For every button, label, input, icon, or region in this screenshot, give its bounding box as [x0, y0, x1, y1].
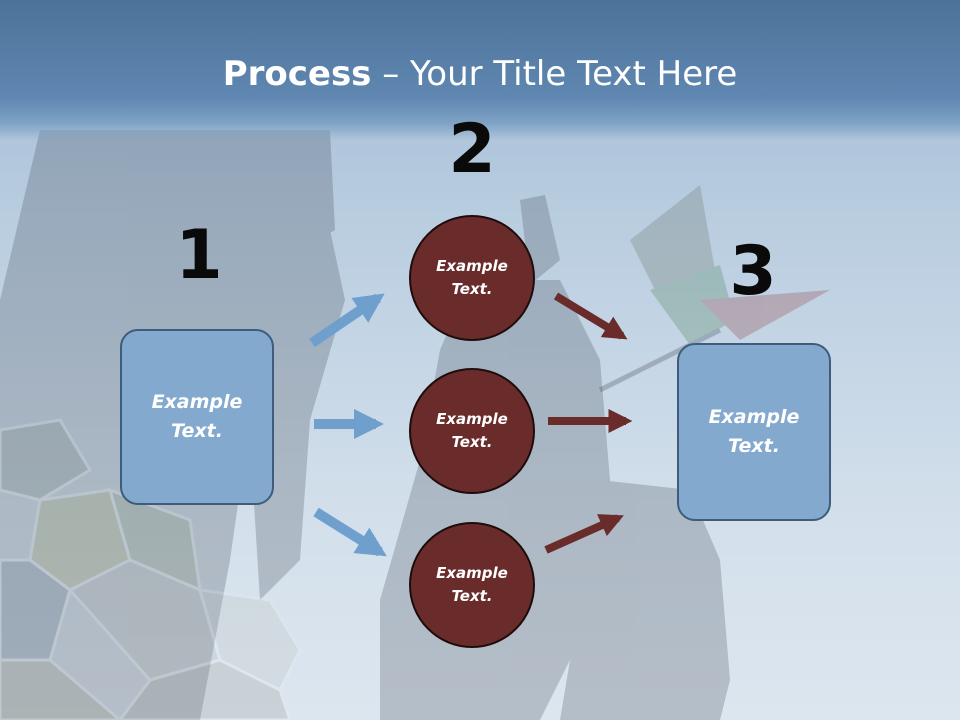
circle-step-bottom[interactable]: Example Text.: [409, 522, 535, 648]
arrow-blue-up: [309, 293, 385, 348]
left-example-text: Example Text.: [151, 391, 243, 442]
circle-bottom-text: Example Text.: [436, 564, 508, 605]
slide-title: Process – Your Title Text Here: [0, 50, 960, 98]
right-example-text: Example Text.: [708, 406, 800, 457]
step-number-3: 3: [729, 232, 777, 311]
step-number-1: 1: [175, 216, 223, 295]
circle-top-text: Example Text.: [436, 257, 508, 298]
arrow-red-up: [544, 514, 624, 554]
circle-step-middle[interactable]: Example Text.: [409, 368, 535, 494]
title-band: [0, 0, 960, 140]
step-number-2: 2: [448, 110, 496, 189]
circle-step-top[interactable]: Example Text.: [409, 215, 535, 341]
arrow-red-down: [553, 292, 628, 340]
right-example-box[interactable]: Example Text.: [677, 343, 831, 521]
arrow-blue-down: [313, 507, 387, 557]
title-rest: – Your Title Text Here: [371, 54, 738, 94]
left-example-box[interactable]: Example Text.: [120, 329, 274, 505]
title-bold: Process: [222, 54, 372, 94]
circle-middle-text: Example Text.: [436, 410, 508, 451]
